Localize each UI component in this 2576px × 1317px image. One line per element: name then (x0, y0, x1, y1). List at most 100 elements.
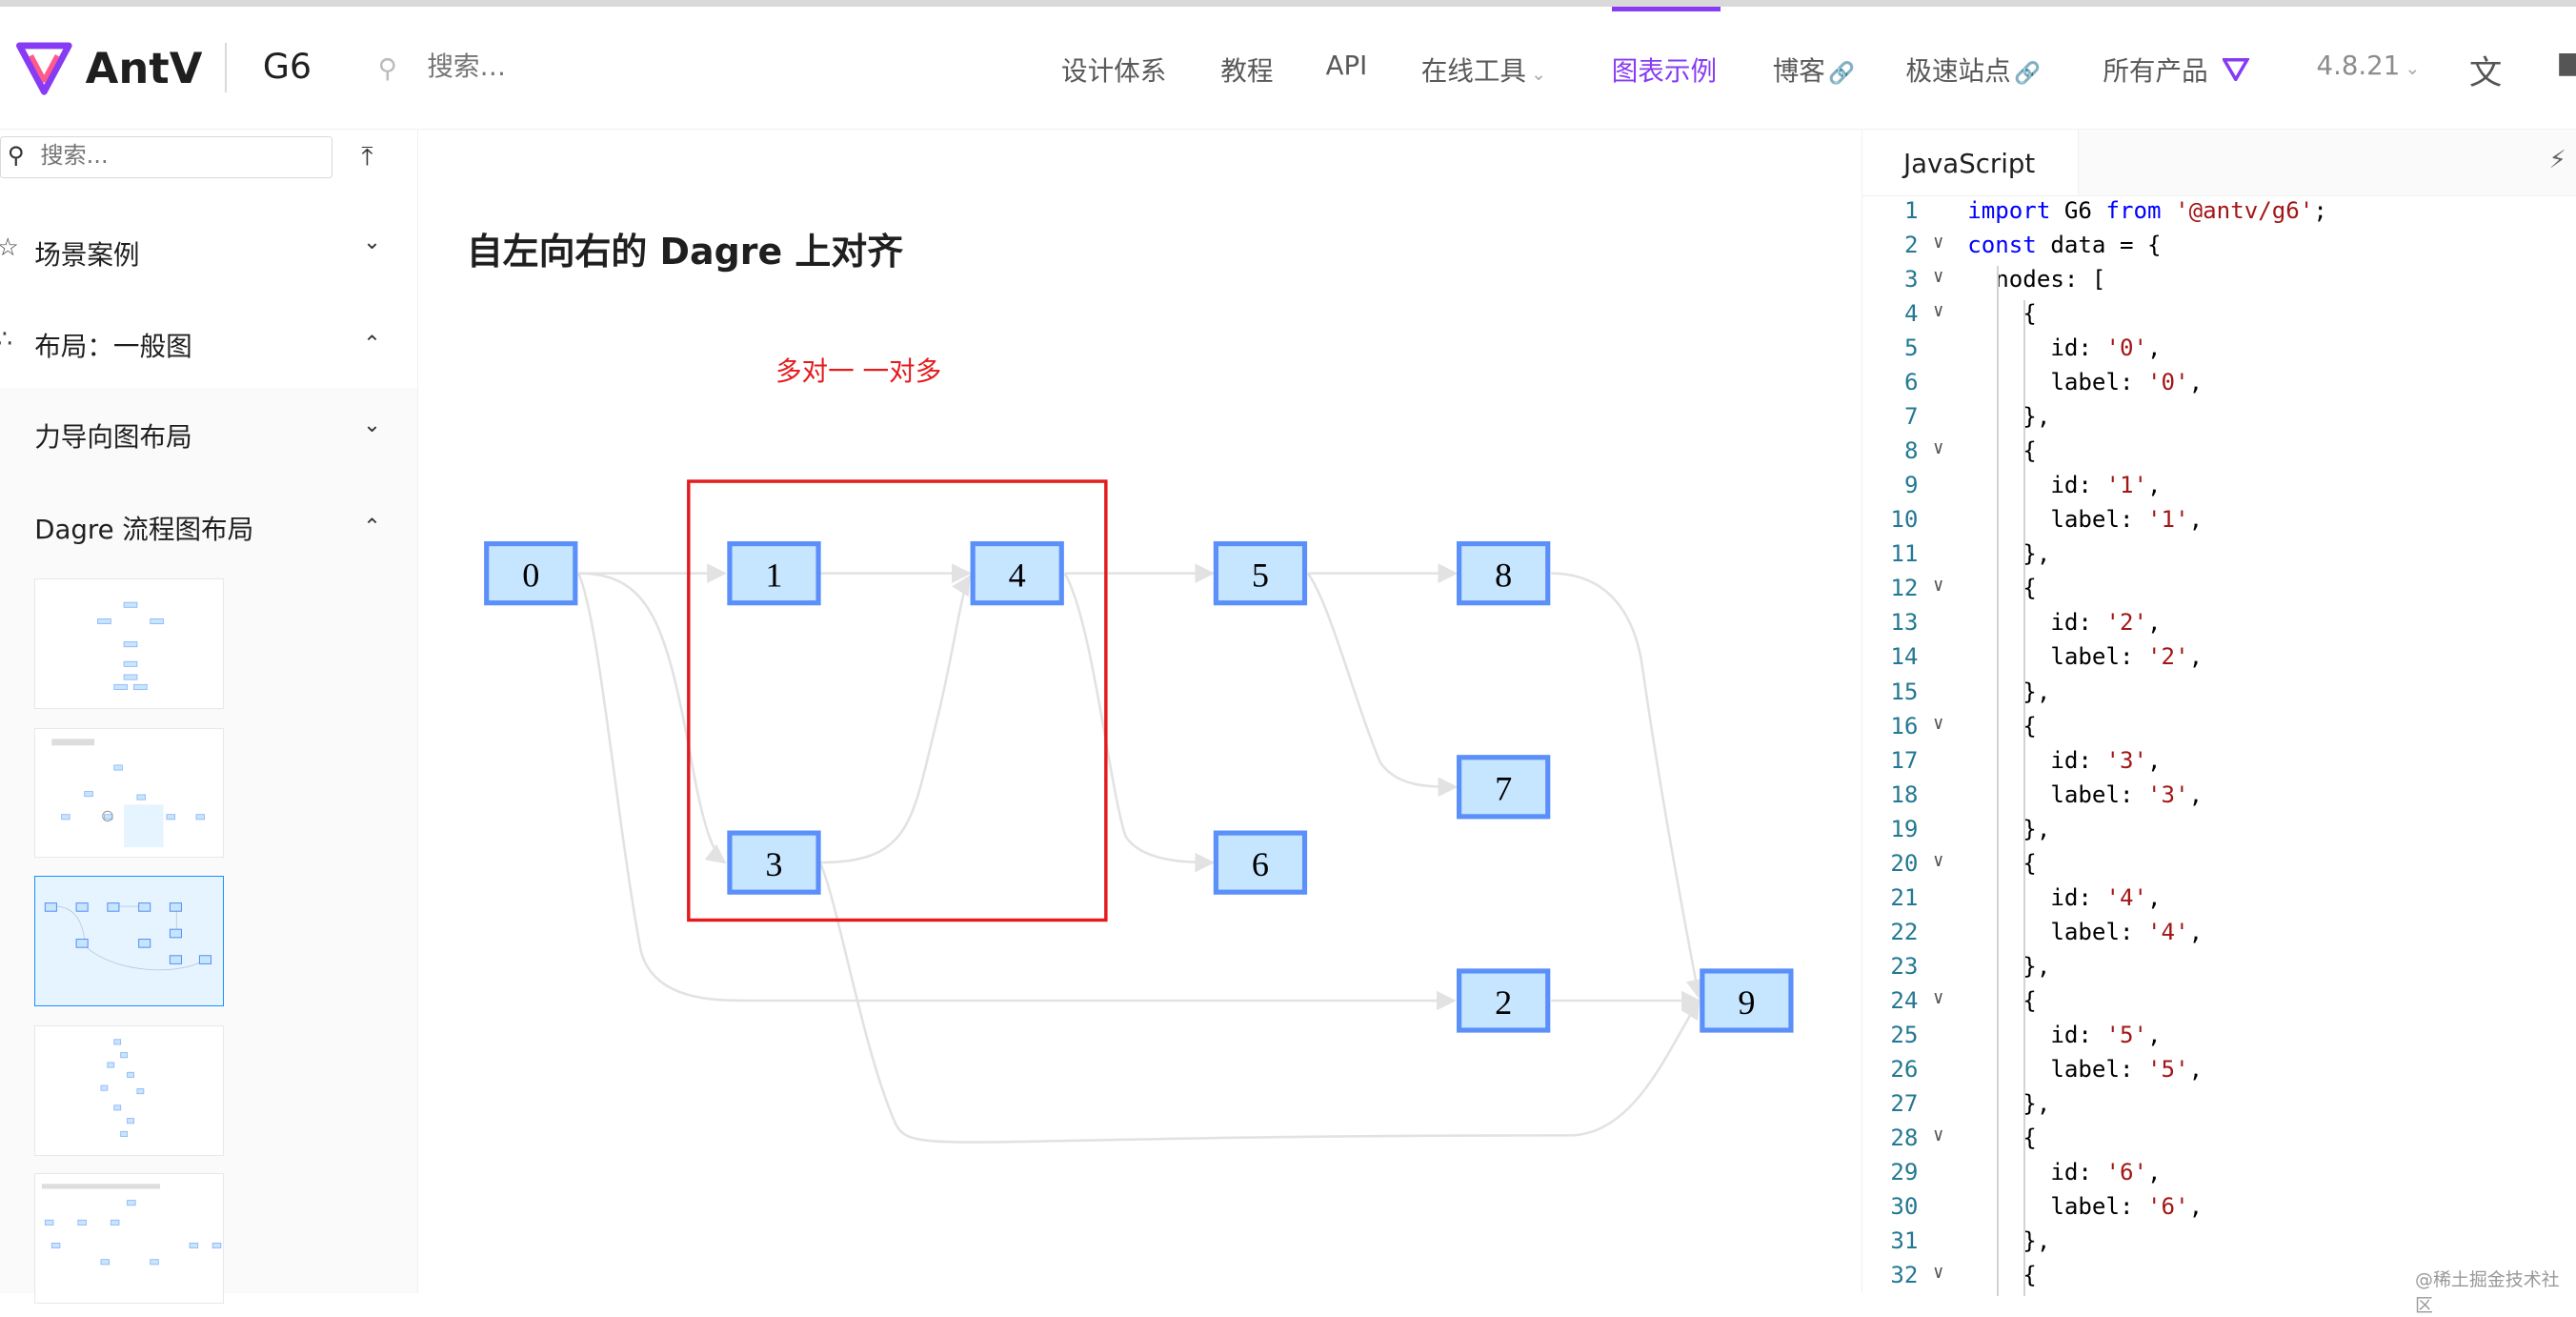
indent-guide (2023, 300, 2025, 1297)
node-label: 2 (1495, 983, 1512, 1022)
graph-nodes: 0 1 4 5 8 7 3 6 2 9 (483, 541, 1794, 1033)
line-number: 1 (1903, 196, 1919, 224)
nav-blog[interactable]: 博客🔗 (1772, 54, 1856, 87)
fold-chevron-icon[interactable]: ∨ (1932, 300, 1944, 322)
menu-scene-cases[interactable]: ☆ 场景案例 ⌄ (0, 217, 417, 283)
edge-0-2 (576, 573, 1457, 1011)
chevron-down-icon: ⌄ (363, 412, 381, 437)
fold-chevron-icon[interactable]: ∨ (1932, 266, 1944, 288)
fold-chevron-icon[interactable]: ∨ (1932, 437, 1944, 459)
dagre-graph[interactable]: 0 1 4 5 8 7 3 6 2 9 (419, 130, 1862, 1293)
node-rect (1213, 541, 1307, 606)
graph-annotation: 多对一 一对多 (775, 355, 942, 388)
language-icon[interactable]: 文 (2468, 54, 2503, 93)
node-label: 3 (765, 845, 782, 883)
sidebar: ⚲ ⤒ ☆ 场景案例 ⌄ ∴ 布局：一般图 ⌃ 力导向图布局 ⌄ Dagre 流… (0, 130, 419, 1304)
fold-chevron-icon[interactable]: ∨ (1932, 986, 1944, 1008)
code-text: { (1967, 1125, 2037, 1152)
nav-all-products[interactable]: 所有产品 (2103, 50, 2251, 88)
fold-chevron-icon[interactable]: ∨ (1932, 231, 1944, 253)
nav-design-system[interactable]: 设计体系 (1061, 54, 1167, 87)
line-number: 5 (1903, 334, 1919, 362)
brand-name[interactable]: AntV (85, 42, 203, 93)
code-text: label: '1', (1967, 506, 2204, 534)
nav-examples[interactable]: 图表示例 (1611, 54, 1718, 87)
bolt-icon[interactable]: ⚡ (2548, 146, 2566, 175)
fold-chevron-icon[interactable]: ∨ (1932, 575, 1944, 597)
graph-node-3[interactable]: 3 (727, 830, 821, 895)
menu-layout-general[interactable]: ∴ 布局：一般图 ⌃ (0, 309, 417, 375)
menu-dagre-layout[interactable]: Dagre 流程图布局 ⌃ (34, 513, 381, 545)
fold-chevron-icon[interactable]: ∨ (1932, 1125, 1944, 1146)
example-thumbnail[interactable] (34, 1025, 224, 1156)
code-line: 25 id: '5', (1862, 1022, 2576, 1056)
code-text: id: '6', (1967, 1159, 2162, 1186)
example-thumbnail[interactable] (34, 727, 224, 859)
code-line: 26 label: '5', (1862, 1056, 2576, 1090)
thumbnail-graph (45, 902, 212, 971)
code-line: 7 }, (1862, 403, 2576, 437)
code-line: 8∨ { (1862, 437, 2576, 472)
line-number: 21 (1890, 883, 1919, 911)
line-number: 23 (1890, 952, 1919, 980)
sidebar-search[interactable]: ⚲ (0, 136, 332, 178)
example-thumbnail[interactable] (34, 578, 224, 709)
graph-node-4[interactable]: 4 (970, 541, 1064, 606)
line-number: 8 (1903, 437, 1919, 465)
code-text: }, (1967, 815, 2051, 842)
example-thumbnail[interactable] (34, 1173, 224, 1304)
line-number: 32 (1890, 1262, 1919, 1289)
node-rect (1213, 830, 1307, 895)
example-thumbnail-selected[interactable] (34, 876, 224, 1006)
graph-node-9[interactable]: 9 (1699, 968, 1794, 1033)
fold-chevron-icon[interactable]: ∨ (1932, 712, 1944, 734)
nav-mirror-site[interactable]: 极速站点🔗 (1905, 54, 2042, 87)
fold-chevron-icon[interactable]: ∨ (1932, 1262, 1944, 1284)
code-line: 21 id: '4', (1862, 884, 2576, 919)
header-search-input[interactable] (423, 49, 727, 85)
graph-node-6[interactable]: 6 (1213, 830, 1307, 895)
nav-online-tools[interactable]: 在线工具⌄ (1420, 54, 1547, 87)
product-name[interactable]: G6 (262, 46, 312, 88)
graph-node-7[interactable]: 7 (1456, 755, 1551, 820)
tab-javascript[interactable]: JavaScript (1862, 130, 2079, 196)
node-rect (970, 541, 1064, 606)
node-rect (727, 541, 821, 606)
graph-node-5[interactable]: 5 (1213, 541, 1307, 606)
chevron-down-icon: ⌄ (363, 230, 381, 255)
line-number: 25 (1890, 1021, 1919, 1048)
code-text: }, (1967, 1227, 2051, 1255)
graph-node-1[interactable]: 1 (727, 541, 821, 606)
code-text: }, (1967, 540, 2051, 568)
header-divider (225, 42, 227, 92)
code-line: 5 id: '0', (1862, 334, 2576, 369)
menu-force-layout[interactable]: 力导向图布局 ⌄ (34, 412, 381, 454)
code-line: 17 id: '3', (1862, 747, 2576, 781)
code-text: }, (1967, 952, 2051, 980)
sidebar-search-input[interactable] (36, 140, 323, 171)
nav-api[interactable]: API (1325, 49, 1368, 81)
code-line: 32∨ { (1862, 1262, 2576, 1296)
code-text: { (1967, 986, 2037, 1014)
line-number: 6 (1903, 369, 1919, 396)
line-number: 14 (1890, 643, 1919, 671)
graph-node-0[interactable]: 0 (483, 541, 578, 606)
graph-node-8[interactable]: 8 (1456, 541, 1551, 606)
chevron-down-icon: ⌄ (2405, 57, 2421, 79)
code-text: { (1967, 575, 2037, 602)
line-number: 26 (1890, 1055, 1919, 1083)
code-line: 4∨ { (1862, 300, 2576, 334)
collapse-all-icon[interactable]: ⤒ (361, 139, 373, 172)
chat-icon[interactable]: ■ (2556, 46, 2576, 80)
code-line: 9 id: '1', (1862, 472, 2576, 506)
graph-node-2[interactable]: 2 (1456, 968, 1551, 1033)
code-text: { (1967, 849, 2037, 877)
fold-chevron-icon[interactable]: ∨ (1932, 849, 1944, 871)
browser-top-strip (0, 0, 2576, 7)
nav-tutorial[interactable]: 教程 (1220, 54, 1274, 87)
version-select[interactable]: 4.8.21⌄ (2316, 49, 2421, 81)
watermark: @稀土掘金技术社区 (2415, 1268, 2560, 1316)
